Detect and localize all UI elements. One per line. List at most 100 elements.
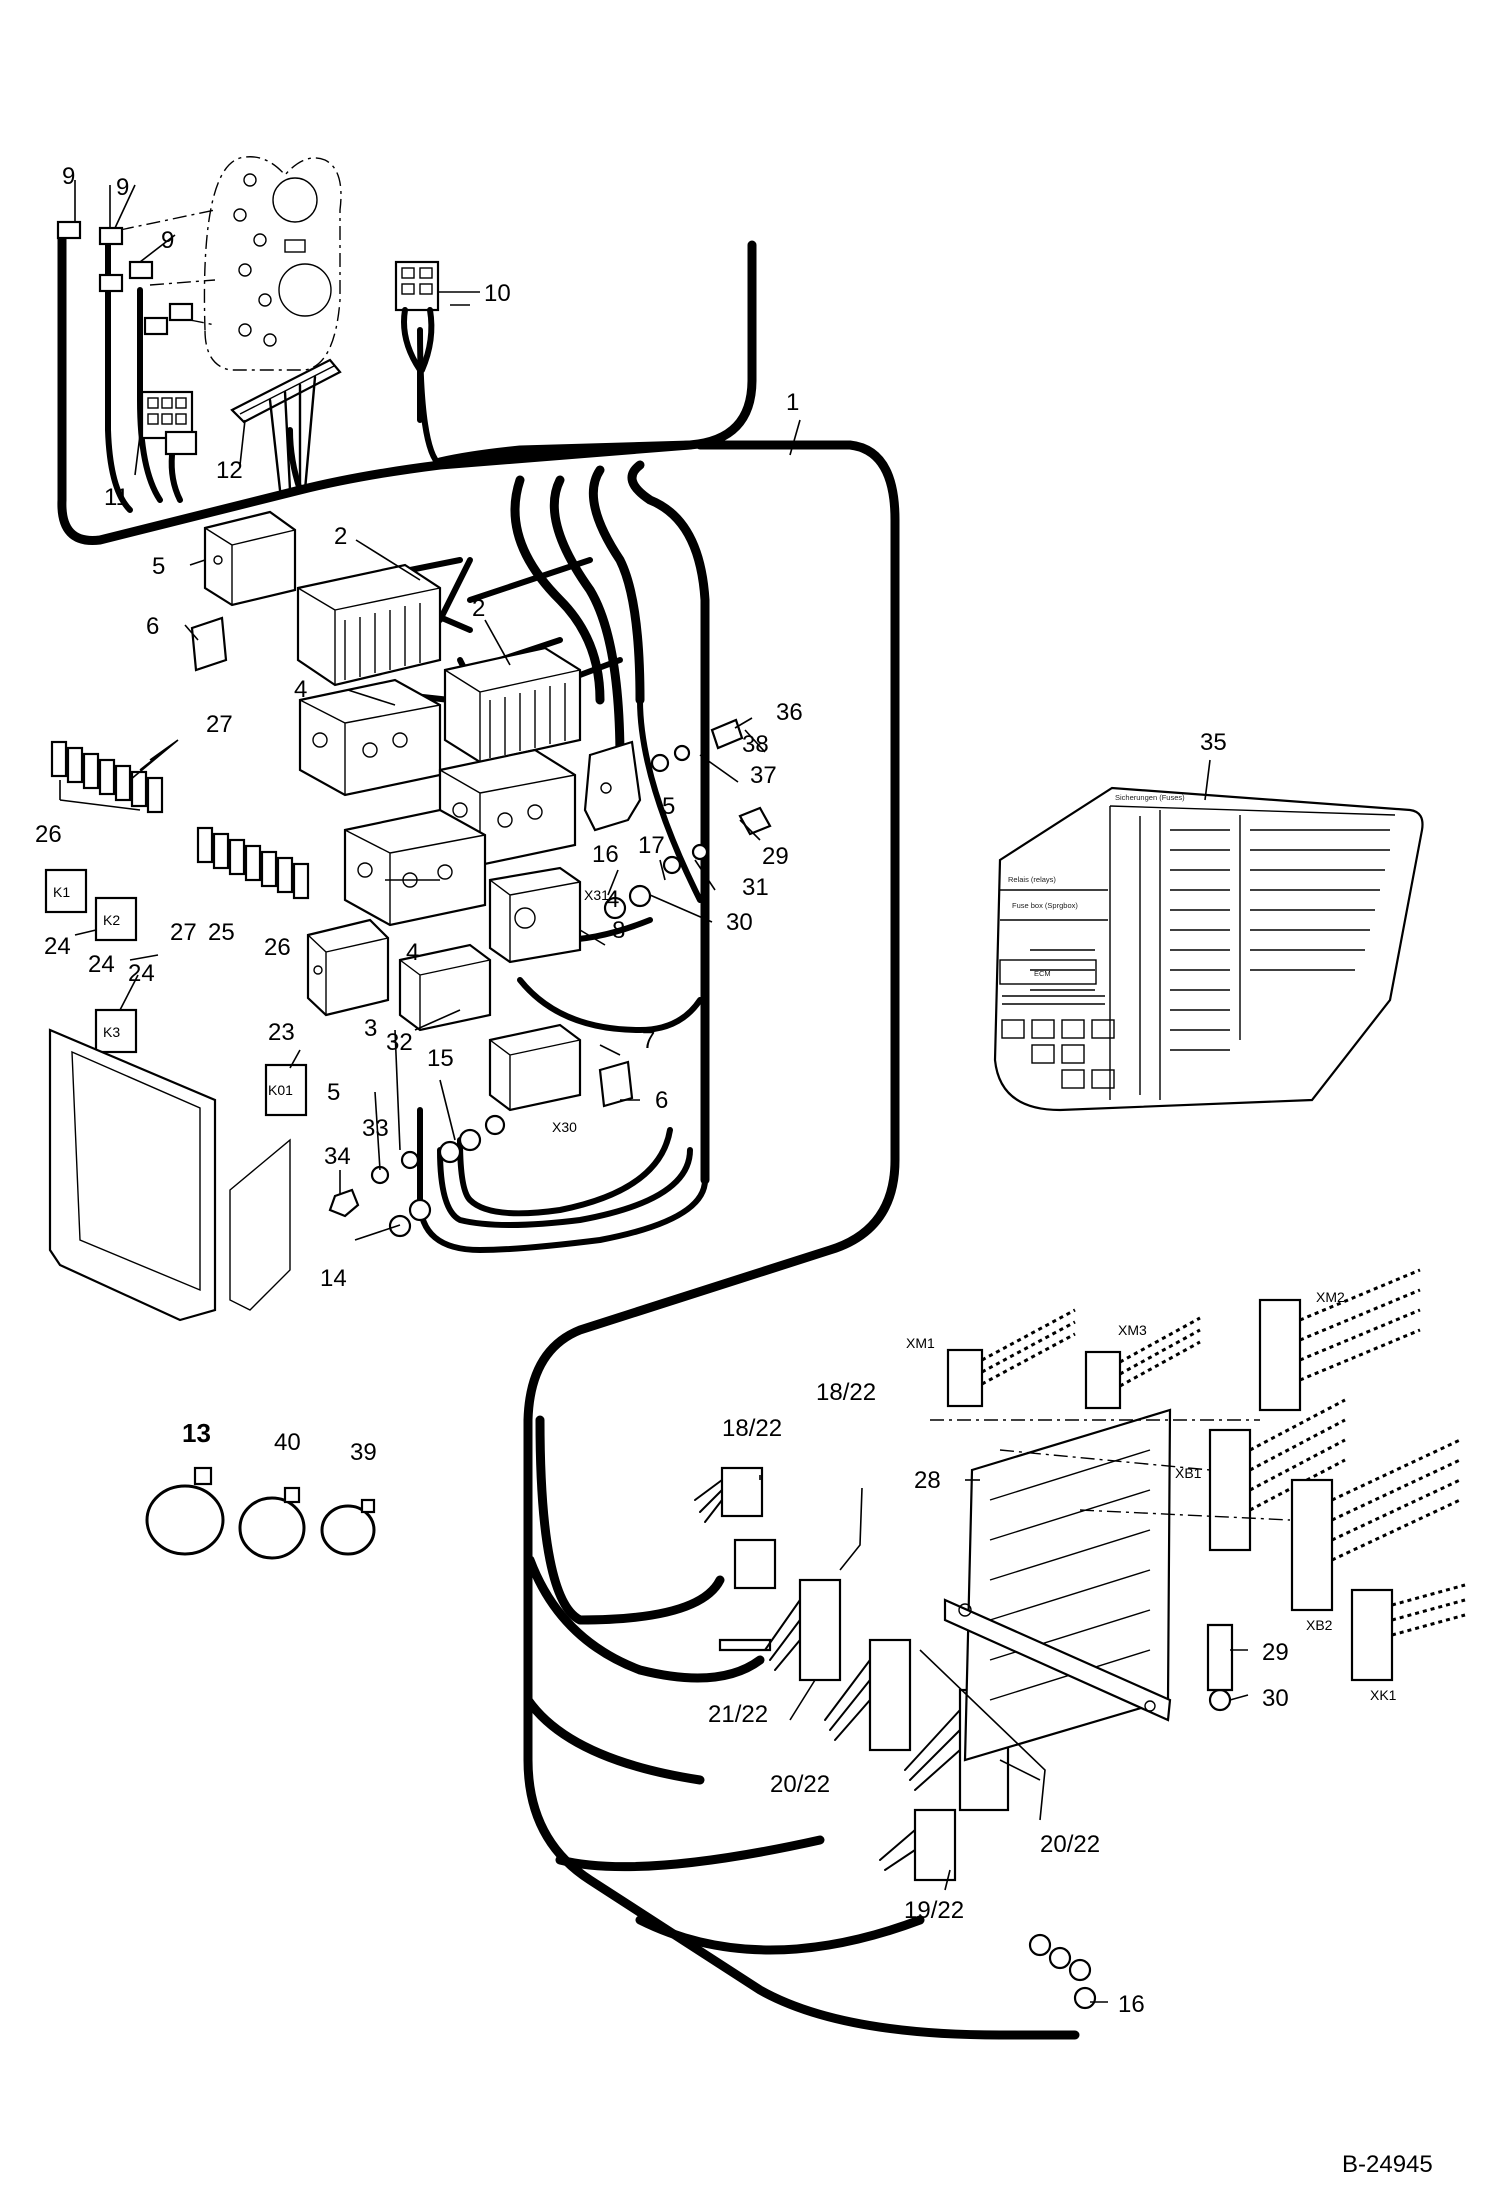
svg-text:Sicherungen (Fuses): Sicherungen (Fuses) (1115, 793, 1185, 802)
plug-xm1: XM1 (906, 1308, 1076, 1408)
callout-29a: 29 (762, 843, 789, 870)
callout-11: 11 (104, 484, 129, 511)
label-x30: X30 (552, 1119, 577, 1135)
callout-numbers: 1 2 2 3 4 4 4 5 5 5 6 6 7 8 9 9 9 10 11 … (35, 163, 1289, 2018)
fuses-25-lower (196, 826, 310, 900)
callout-2a: 2 (334, 523, 347, 550)
callout-3: 3 (364, 1015, 377, 1042)
callout-4b: 4 (606, 886, 619, 913)
plug-xm3: XM3 (1084, 1316, 1201, 1410)
callout-35: 35 (1200, 729, 1227, 756)
callout-4a: 4 (294, 676, 307, 703)
instrument-cluster (119, 156, 342, 371)
fuses-27-upper (50, 740, 164, 814)
relay-k1: K1 (44, 868, 88, 914)
plug-xk1: XK1 (1350, 1583, 1466, 1703)
cover-5-right (583, 740, 642, 832)
callout-17: 17 (638, 832, 665, 859)
callout-37: 37 (750, 762, 777, 789)
callout-10: 10 (484, 280, 511, 307)
callout-2b: 2 (472, 595, 485, 622)
callout-39: 39 (350, 1439, 377, 1466)
relay-socket-4-lower (343, 808, 487, 927)
callout-20b: 20/22 (1040, 1831, 1100, 1858)
clip-6-top (190, 616, 228, 672)
callout-9a: 9 (62, 163, 75, 190)
plug-xm2: XM2 (1258, 1268, 1421, 1412)
bulb-sockets (56, 220, 194, 336)
fuse-holder-2-right (443, 646, 582, 764)
callout-6a: 6 (146, 613, 159, 640)
callout-18a: 18/22 (722, 1415, 782, 1442)
relay-socket-3 (398, 943, 492, 1032)
callout-25: 25 (208, 919, 235, 946)
callout-28: 28 (914, 1467, 941, 1494)
svg-text:ECM: ECM (1034, 969, 1051, 978)
relay-k01: K01 (264, 1063, 308, 1117)
callout-18b: 18/22 (816, 1379, 876, 1406)
callout-31: 31 (742, 874, 769, 901)
callout-36: 36 (776, 699, 803, 726)
svg-text:Fuse box (Sprgbox): Fuse box (Sprgbox) (1012, 901, 1078, 910)
callout-30b: 30 (1262, 1685, 1289, 1712)
callout-30a: 30 (726, 909, 753, 936)
callout-9c: 9 (161, 227, 174, 254)
callout-1: 1 (786, 389, 799, 416)
fuse-holder-2-left (296, 563, 442, 687)
callout-24b: 24 (88, 951, 115, 978)
callout-16b: 16 (1118, 1991, 1145, 2018)
fuse-label-card: Sicherungen (Fuses) Relais (relays) Fuse… (993, 786, 1424, 1112)
callout-9b: 9 (116, 174, 129, 201)
callout-14: 14 (320, 1265, 347, 1292)
callout-33: 33 (362, 1115, 389, 1142)
callout-23: 23 (268, 1019, 295, 1046)
callout-29b: 29 (1262, 1639, 1289, 1666)
svg-text:K01: K01 (268, 1082, 293, 1098)
callout-15: 15 (427, 1045, 454, 1072)
callout-26b: 26 (264, 934, 291, 961)
callout-20a: 20/22 (770, 1771, 830, 1798)
plug-connectors: XM1 XM3 XM2 XB1 XB2 XK1 (906, 1268, 1466, 1703)
svg-text:Relais (relays): Relais (relays) (1008, 875, 1056, 884)
callout-8: 8 (612, 917, 625, 944)
svg-text:K1: K1 (53, 884, 70, 900)
svg-text:XB2: XB2 (1306, 1617, 1333, 1633)
callout-5c: 5 (327, 1079, 340, 1106)
label-x31: X31 (584, 887, 609, 903)
terminal-block-7 (488, 1023, 582, 1112)
lower-connectors (694, 1408, 1172, 1882)
callout-5b: 5 (662, 793, 675, 820)
callout-12: 12 (216, 457, 243, 484)
plug-xb2: XB2 (1290, 1438, 1461, 1633)
callout-6b: 6 (655, 1087, 668, 1114)
cable-lugs-and-hardware (328, 718, 1234, 2010)
callout-24c: 24 (128, 960, 155, 987)
connector-10 (394, 260, 440, 423)
svg-text:XK1: XK1 (1370, 1687, 1397, 1703)
callout-5a: 5 (152, 553, 165, 580)
svg-text:XM2: XM2 (1316, 1289, 1345, 1305)
callout-40: 40 (274, 1429, 301, 1456)
relay-k3: K3 (94, 1008, 138, 1054)
svg-text:K3: K3 (103, 1024, 120, 1040)
plug-xb1: XB1 (1175, 1398, 1346, 1552)
svg-text:XM3: XM3 (1118, 1322, 1147, 1338)
main-harness (57, 225, 1080, 2040)
callout-27a: 27 (206, 711, 233, 738)
drawing-reference: B-24945 (1342, 2151, 1433, 2178)
callout-7: 7 (642, 1027, 655, 1054)
relay-block-8 (488, 866, 582, 964)
callout-21: 21/22 (708, 1701, 768, 1728)
callout-27b: 27 (170, 919, 197, 946)
svg-text:XM1: XM1 (906, 1335, 935, 1351)
callout-34: 34 (324, 1143, 351, 1170)
cover-5-lower (306, 918, 390, 1017)
connector-11 (140, 390, 198, 456)
connector-12 (230, 358, 342, 492)
cover-5-top (203, 510, 297, 607)
callout-38: 38 (742, 731, 769, 758)
callout-24a: 24 (44, 933, 71, 960)
clip-6-lower (598, 1060, 634, 1108)
mounting-plate (48, 1028, 291, 1322)
